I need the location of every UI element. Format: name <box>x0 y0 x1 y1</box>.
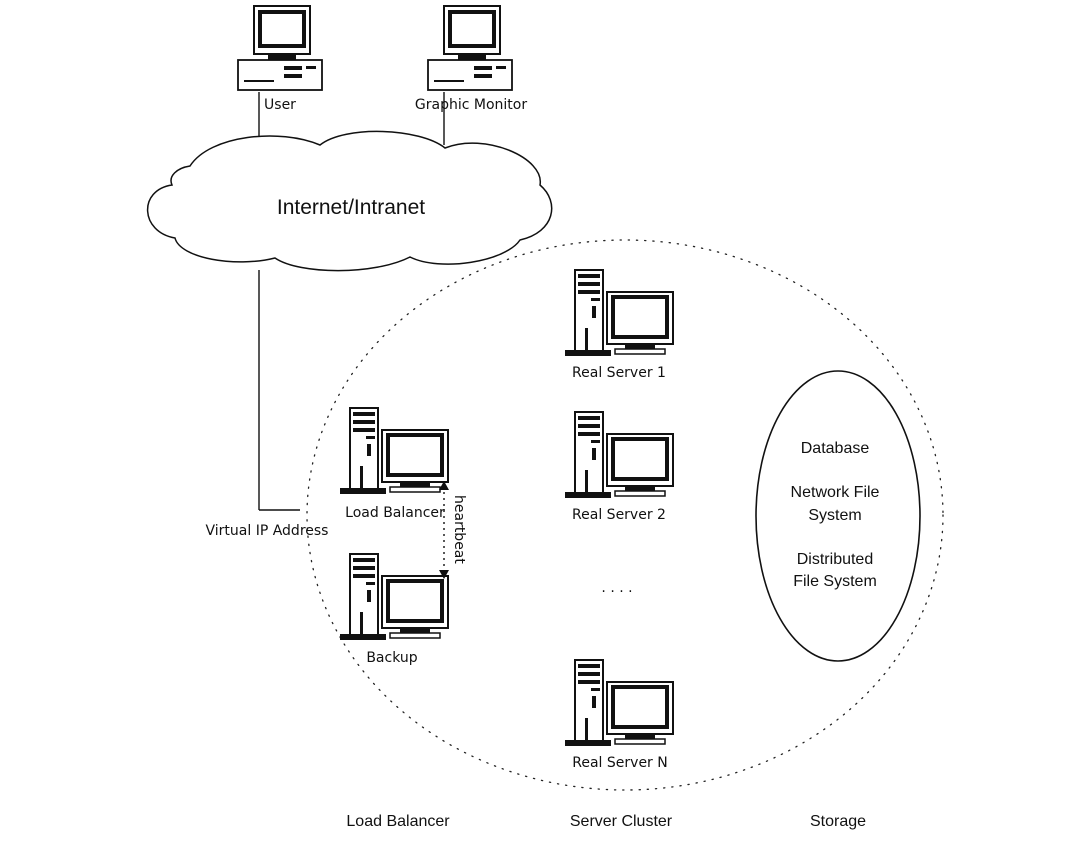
tower-server-icon <box>338 406 450 496</box>
real-server-n-label: Real Server N <box>572 755 667 771</box>
storage-nfs-line1: Network File <box>791 484 880 501</box>
load-balancer-node <box>338 406 450 496</box>
real-server-1-label: Real Server 1 <box>572 365 666 381</box>
storage-ellipse <box>755 370 921 662</box>
real-server-n-node <box>563 658 675 748</box>
real-server-1-node <box>563 268 675 358</box>
backup-node <box>338 552 450 642</box>
internet-cloud <box>146 130 553 272</box>
tower-server-icon <box>563 410 675 500</box>
graphic-monitor-computer <box>426 4 514 92</box>
heartbeat-arrow-up <box>439 481 449 490</box>
cloud-label: Internet/Intranet <box>277 196 425 219</box>
storage-dfs-line2: File System <box>793 573 877 590</box>
heartbeat-label: heartbeat <box>451 495 467 564</box>
graphic-monitor-label: Graphic Monitor <box>415 97 527 113</box>
tower-server-icon <box>563 268 675 358</box>
section-storage: Storage <box>810 813 866 830</box>
real-server-2-node <box>563 410 675 500</box>
heartbeat-arrow-down <box>439 570 449 579</box>
storage-database: Database <box>801 440 870 457</box>
cluster-boundary <box>306 239 944 791</box>
load-balancer-label: Load Balancer <box>345 505 445 521</box>
desktop-computer-icon <box>426 4 514 92</box>
tower-server-icon <box>563 658 675 748</box>
virtual-ip-label: Virtual IP Address <box>206 523 329 539</box>
servers-ellipsis: . . . . <box>601 580 632 596</box>
backup-label: Backup <box>366 650 417 666</box>
storage-dfs-line1: Distributed <box>797 551 873 568</box>
tower-server-icon <box>338 552 450 642</box>
real-server-2-label: Real Server 2 <box>572 507 666 523</box>
user-computer <box>236 4 324 92</box>
user-label: User <box>264 97 296 113</box>
desktop-computer-icon <box>236 4 324 92</box>
section-load-balancer: Load Balancer <box>346 813 450 830</box>
storage-nfs-line2: System <box>808 507 861 524</box>
section-server-cluster: Server Cluster <box>570 813 673 830</box>
